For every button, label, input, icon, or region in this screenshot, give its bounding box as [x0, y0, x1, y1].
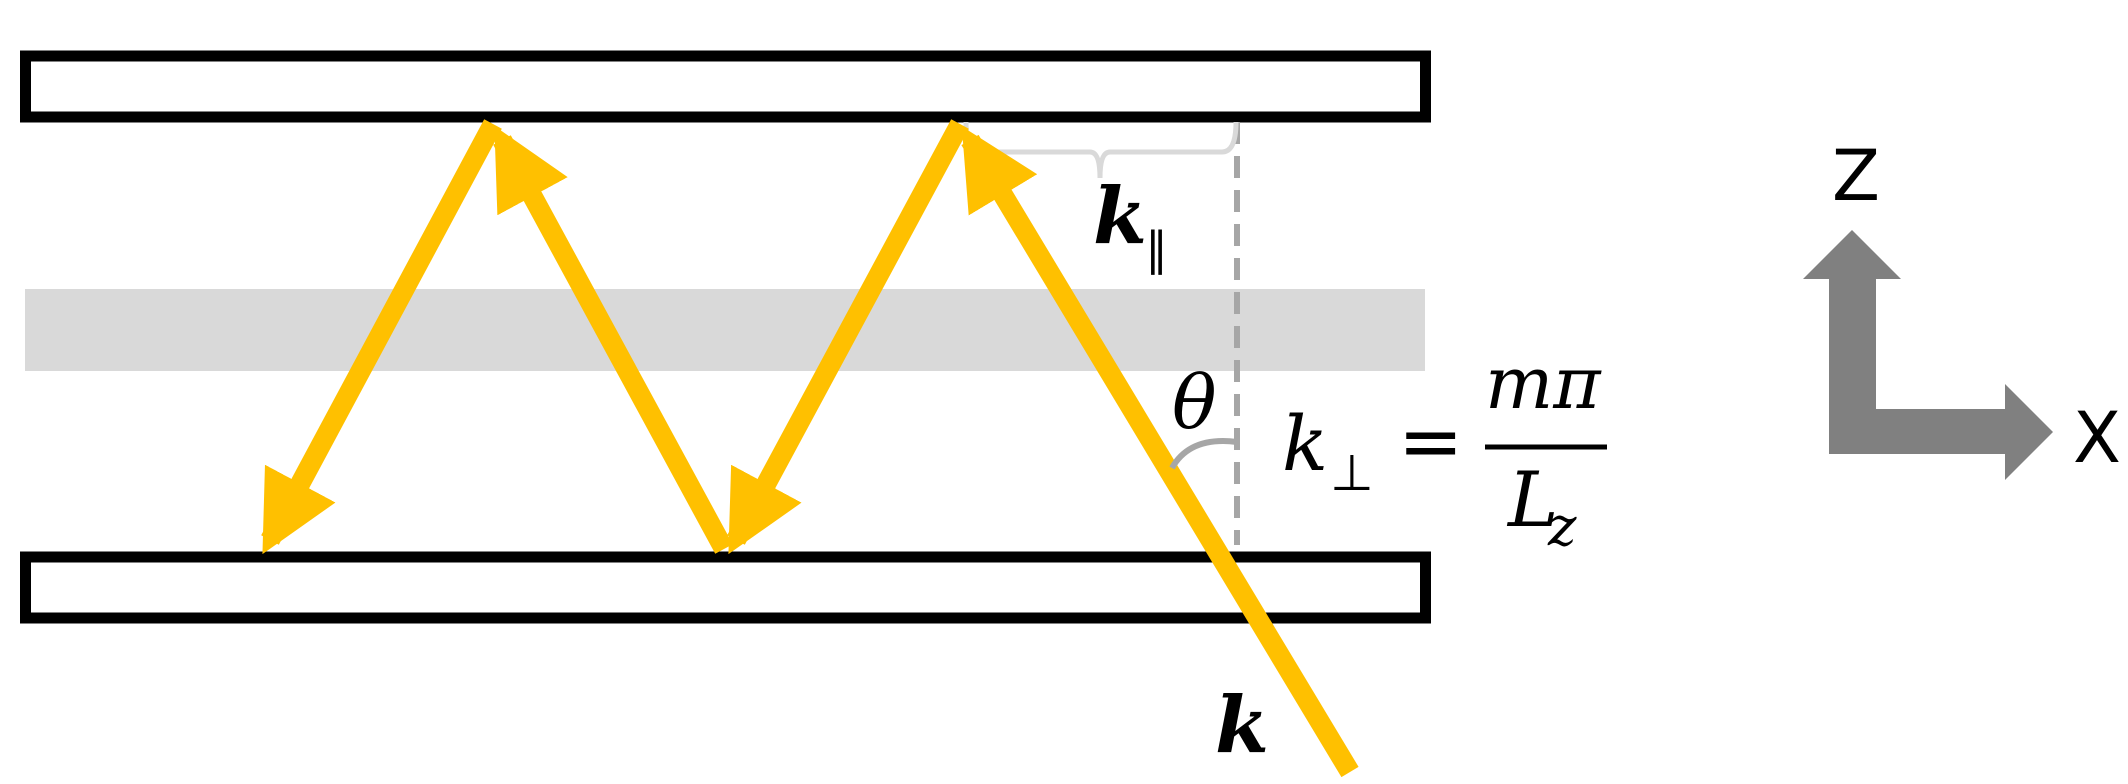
fraction-denominator: L: [1506, 455, 1558, 544]
fraction-numerator: mπ: [1485, 341, 1602, 425]
axes-icon: Z X: [1803, 135, 2121, 480]
theta-arc: [1169, 438, 1238, 470]
k-perp-label: k: [1282, 399, 1328, 488]
ray-segment-2: [493, 125, 733, 554]
incident-ray: [961, 126, 1359, 778]
theta-label: θ: [1172, 360, 1217, 446]
equals-sign: =: [1398, 397, 1463, 487]
bottom-mirror: [20, 551, 1431, 624]
k-parallel-subscript: ∥: [1145, 222, 1168, 276]
z-axis-label: Z: [1832, 135, 1880, 217]
top-mirror: [20, 50, 1431, 123]
ray-path: [261, 119, 1359, 778]
k-parallel-label: k: [1093, 171, 1147, 262]
k-perp-subscript: ⊥: [1330, 444, 1374, 502]
ray-segment-3: [727, 119, 969, 555]
z-axis-arrow-icon: [1803, 230, 2053, 480]
ray-segment-1: [261, 119, 502, 555]
fraction-denominator-subscript: z: [1547, 495, 1577, 558]
k-incident-label: k: [1215, 680, 1269, 771]
core-band: [25, 289, 1425, 371]
k-parallel-brace: [963, 121, 1239, 179]
x-axis-label: X: [2073, 397, 2121, 479]
